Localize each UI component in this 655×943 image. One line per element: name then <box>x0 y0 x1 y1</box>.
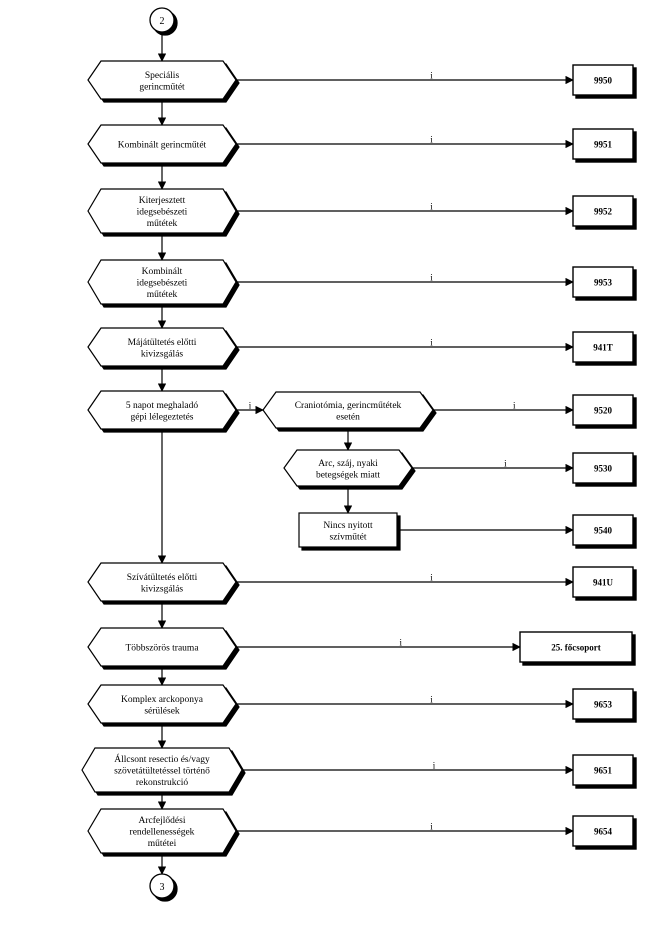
decision-label: 5 napot meghaladó <box>126 401 199 411</box>
decision-node <box>87 327 237 367</box>
result-box <box>572 566 634 598</box>
decision-label: Arcfejlődési <box>139 815 186 826</box>
yes-label: i <box>430 202 433 212</box>
decision-label: betegségek miatt <box>316 470 380 480</box>
decision-label: sérülések <box>144 706 180 716</box>
decision-label: rendellenességek <box>130 828 195 838</box>
start-connector-label: 2 <box>160 16 165 27</box>
end-connector-label: 3 <box>160 882 165 893</box>
result-box <box>572 266 634 298</box>
decision-node <box>87 188 237 234</box>
process-label: szívműtét <box>330 532 367 542</box>
process-node <box>298 512 398 548</box>
decision-node <box>283 449 413 487</box>
decision-node <box>87 124 237 164</box>
result-box <box>572 688 634 720</box>
yes-label: i <box>430 71 433 81</box>
decision-label: idegsebészeti <box>137 279 188 289</box>
decision-node <box>87 808 237 854</box>
decision-label: esetén <box>336 412 360 422</box>
result-code: 941U <box>593 578 614 588</box>
yes-label: i <box>430 273 433 283</box>
decision-node <box>87 60 237 100</box>
decision-label: Májátültetés előtti <box>128 338 197 348</box>
decision-label: műtétek <box>147 219 178 229</box>
decision-label: Arc, száj, nyaki <box>318 459 378 469</box>
result-box <box>572 452 634 484</box>
decision-label: Komplex arckoponya <box>121 695 204 705</box>
yes-label: i <box>249 401 252 411</box>
result-code: 941T <box>593 343 613 353</box>
decision-label: Kombinált gerincműtét <box>118 141 207 151</box>
result-box <box>519 631 633 663</box>
decision-label: Állcsont resectio és/vagy <box>114 753 210 765</box>
result-box <box>572 128 634 160</box>
end-connector <box>149 873 175 899</box>
result-code: 9951 <box>594 140 613 150</box>
result-code: 9653 <box>594 700 613 710</box>
result-box <box>572 331 634 363</box>
decision-label: Szívátültetés előtti <box>127 573 198 583</box>
decision-label: kivizsgálás <box>141 349 184 359</box>
result-code: 9950 <box>594 76 613 86</box>
decision-label: Kombinált <box>142 267 183 277</box>
process-label: Nincs nyitott <box>323 521 373 531</box>
decision-label: idegsebészeti <box>137 208 188 218</box>
result-box <box>572 815 634 847</box>
decision-node <box>87 562 237 602</box>
result-box <box>572 64 634 96</box>
yes-label: i <box>513 401 516 411</box>
decision-node <box>81 747 243 793</box>
result-code: 9952 <box>594 207 613 217</box>
result-box <box>572 754 634 786</box>
yes-label: i <box>433 761 436 771</box>
decision-label: műtétei <box>148 839 177 849</box>
decision-node <box>262 391 434 429</box>
result-box <box>572 195 634 227</box>
decision-label: gépi lélegeztetés <box>130 412 193 422</box>
decision-label: gerincműtét <box>139 82 185 92</box>
decision-node <box>87 259 237 305</box>
result-code: 9530 <box>594 464 613 474</box>
decision-label: rekonstrukció <box>136 778 188 788</box>
result-code: 9651 <box>594 766 613 776</box>
result-box <box>572 514 634 546</box>
start-connector <box>149 7 175 33</box>
decision-label: Craniotómia, gerincműtétek <box>295 401 402 411</box>
decision-label: szövetátültetéssel történő <box>114 767 210 777</box>
decision-label: műtétek <box>147 290 178 300</box>
yes-label: i <box>430 135 433 145</box>
decision-label: Többszörös trauma <box>125 644 199 654</box>
yes-label: i <box>430 338 433 348</box>
yes-label: i <box>430 695 433 705</box>
decision-label: Kiterjesztett <box>139 196 186 206</box>
result-code: 25. főcsoport <box>551 643 601 653</box>
result-code: 9520 <box>594 406 613 416</box>
decision-node <box>87 684 237 724</box>
yes-label: i <box>399 638 402 648</box>
decision-node <box>87 627 237 667</box>
yes-label: i <box>430 822 433 832</box>
result-box <box>572 394 634 426</box>
yes-label: i <box>504 459 507 469</box>
result-code: 9540 <box>594 526 613 536</box>
decision-node <box>87 390 237 430</box>
edges <box>157 32 574 875</box>
decision-label: kivizsgálás <box>141 584 184 594</box>
result-code: 9654 <box>594 827 613 837</box>
result-code: 9953 <box>594 278 613 288</box>
decision-label: Speciális <box>145 71 180 81</box>
yes-label: i <box>430 573 433 583</box>
